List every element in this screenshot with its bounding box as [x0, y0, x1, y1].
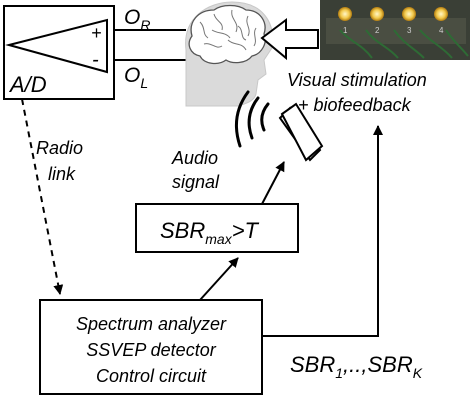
radio-link-label-line2: link — [48, 164, 76, 184]
arrow-processor-to-threshold — [199, 257, 239, 301]
led-number-4: 4 — [439, 26, 444, 35]
visual-label-line1: Visual stimulation — [287, 70, 427, 90]
led-number-3: 3 — [407, 26, 412, 35]
threshold-label: SBRmax>T — [160, 218, 260, 247]
radio-link-label-line1: Radio — [36, 138, 83, 158]
brain-icon — [188, 4, 266, 65]
speaker-icon — [278, 102, 324, 162]
led-number-2: 2 — [375, 26, 380, 35]
sound-waves-icon — [234, 90, 270, 148]
audio-label-line1: Audio — [171, 148, 218, 168]
amplifier-plus: + — [91, 23, 102, 43]
electrode-left-label: OL — [124, 64, 148, 91]
processor-line3: Control circuit — [96, 366, 207, 386]
threshold-box — [135, 203, 299, 253]
processor-line2: SSVEP detector — [86, 340, 216, 360]
audio-label-line2: signal — [172, 172, 220, 192]
led-3 — [402, 7, 416, 21]
led-board: 1 2 3 4 — [320, 0, 470, 60]
amplifier-box — [3, 5, 115, 100]
brain-folds — [199, 9, 257, 51]
led-4 — [434, 7, 448, 21]
head-illustration — [185, 1, 274, 107]
amplifier-block: + - A/D — [3, 5, 115, 100]
led-1 — [338, 7, 352, 21]
arrow-threshold-to-speaker — [261, 161, 285, 205]
electrode-right-label: OR — [124, 6, 150, 33]
arrow-processor-to-visual — [262, 125, 383, 337]
led-number-1: 1 — [343, 26, 348, 35]
led-board-wires — [339, 29, 469, 59]
visual-stimulus-arrow — [260, 18, 319, 61]
processor-box — [39, 299, 263, 395]
amplifier-minus: - — [92, 49, 99, 71]
radio-link-arrow — [21, 98, 64, 295]
led-2 — [370, 7, 384, 21]
amplifier-label: A/D — [8, 72, 47, 97]
processor-line1: Spectrum analyzer — [76, 314, 227, 334]
visual-label-line2: + biofeedback — [298, 95, 412, 115]
sbr-output-label: SBR1,..,SBRK — [290, 352, 423, 381]
speaker-cone — [280, 102, 324, 162]
amplifier-triangle — [5, 18, 108, 74]
